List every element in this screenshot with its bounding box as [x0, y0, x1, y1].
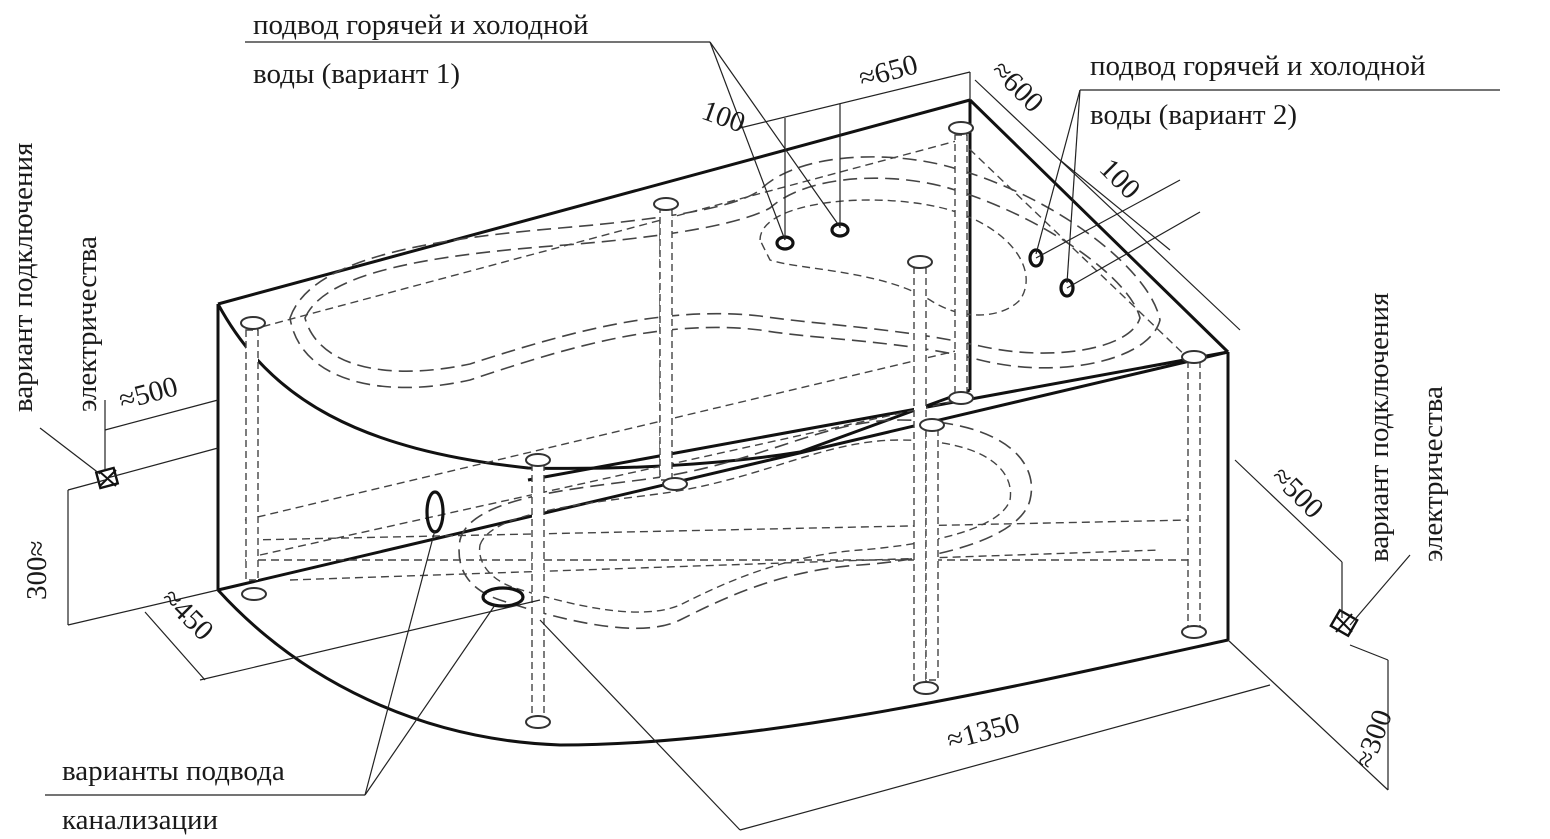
dim-500-right: ≈500 — [1265, 460, 1330, 525]
electric-right-label-line1: вариант подключения — [1363, 293, 1395, 562]
dim-1350: ≈1350 — [944, 707, 1024, 757]
leg-7 — [925, 429, 939, 681]
dim-300-right: ≈300 — [1349, 706, 1399, 773]
electric-socket-right — [1329, 608, 1359, 638]
dim-650: ≈650 — [856, 48, 922, 94]
tub-hidden-lines — [244, 139, 1191, 720]
connection-holes — [425, 222, 1075, 608]
electric-left-label-line1: вариант подключения — [7, 143, 39, 412]
legs — [245, 134, 1201, 721]
electric-right-label-line2: электричества — [1417, 386, 1449, 562]
water-v2-label-line1: подвод горячей и холодной — [1090, 50, 1426, 82]
water-v1-label-line1: подвод горячей и холодной — [253, 9, 589, 41]
drain-label-line1: варианты подвода — [62, 755, 285, 787]
dim-600: ≈600 — [985, 54, 1050, 119]
dim-300-left: 300≈ — [21, 541, 53, 600]
frame-outline — [216, 98, 1230, 747]
drain-hole-side — [425, 490, 445, 534]
water-v2-label-line2: воды (вариант 2) — [1090, 99, 1297, 131]
water-v1-label-line2: воды (вариант 1) — [253, 58, 460, 90]
leg-3 — [954, 134, 968, 396]
water-hole-v2-a — [1028, 248, 1044, 268]
dim-100-left: 100 — [698, 95, 750, 140]
leg-1 — [245, 329, 259, 581]
dimension-lines — [39, 41, 1500, 831]
dim-100-right: 100 — [1093, 152, 1146, 205]
dim-500-left: ≈500 — [116, 370, 182, 416]
leg-2 — [659, 209, 673, 481]
feet — [240, 121, 1207, 729]
labels: подвод горячей и холодной воды (вариант … — [7, 9, 1449, 836]
leg-4 — [913, 267, 927, 689]
drain-hole-bottom — [481, 586, 525, 608]
leg-6 — [1187, 361, 1201, 629]
electric-left-label-line2: электричества — [71, 236, 103, 412]
leg-5 — [531, 464, 545, 721]
drain-label-line2: канализации — [62, 804, 218, 836]
